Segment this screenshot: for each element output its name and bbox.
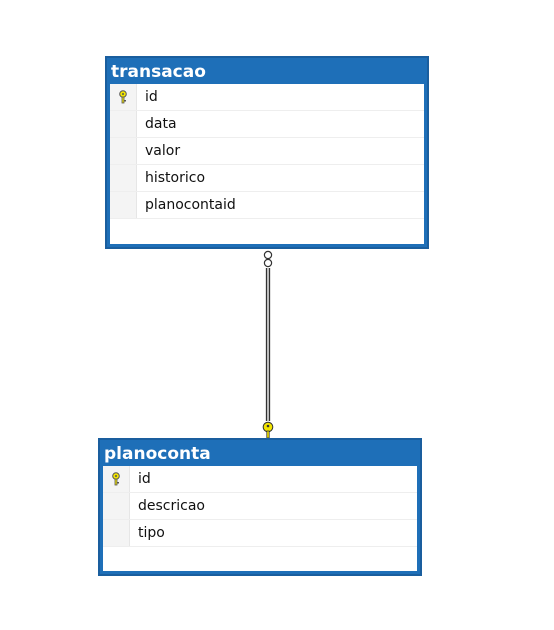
column-name: data <box>145 116 177 132</box>
table-planoconta[interactable]: planoconta id descricao tipo <box>98 438 422 576</box>
column-name: tipo <box>138 525 165 541</box>
row-gutter <box>103 520 130 546</box>
table-title: planoconta <box>104 444 211 464</box>
row-gutter <box>110 84 137 110</box>
column-row-data[interactable]: data <box>110 111 424 138</box>
table-transacao[interactable]: transacao id data valor historico <box>105 56 429 249</box>
many-end-icon <box>263 250 273 268</box>
column-row-id[interactable]: id <box>110 84 424 111</box>
column-row-descricao[interactable]: descricao <box>103 493 417 520</box>
table-title: transacao <box>111 62 206 82</box>
row-gutter <box>110 111 137 137</box>
column-row-tipo[interactable]: tipo <box>103 520 417 547</box>
column-list: id data valor historico planocontaid <box>110 84 424 244</box>
column-name: valor <box>145 143 181 159</box>
column-name: id <box>145 89 158 105</box>
column-row-planocontaid[interactable]: planocontaid <box>110 192 424 219</box>
one-end-key-icon <box>262 421 274 439</box>
primary-key-icon <box>112 472 120 486</box>
column-row-historico[interactable]: historico <box>110 165 424 192</box>
primary-key-icon <box>119 90 127 104</box>
column-name: planocontaid <box>145 197 236 213</box>
row-gutter <box>103 493 130 519</box>
row-gutter <box>110 192 137 218</box>
column-name: historico <box>145 170 206 186</box>
column-name: id <box>138 471 151 487</box>
row-gutter <box>103 466 130 492</box>
column-list: id descricao tipo <box>103 466 417 571</box>
column-row-id[interactable]: id <box>103 466 417 493</box>
row-gutter <box>110 138 137 164</box>
row-gutter <box>110 165 137 191</box>
column-row-valor[interactable]: valor <box>110 138 424 165</box>
column-name: descricao <box>138 498 205 514</box>
